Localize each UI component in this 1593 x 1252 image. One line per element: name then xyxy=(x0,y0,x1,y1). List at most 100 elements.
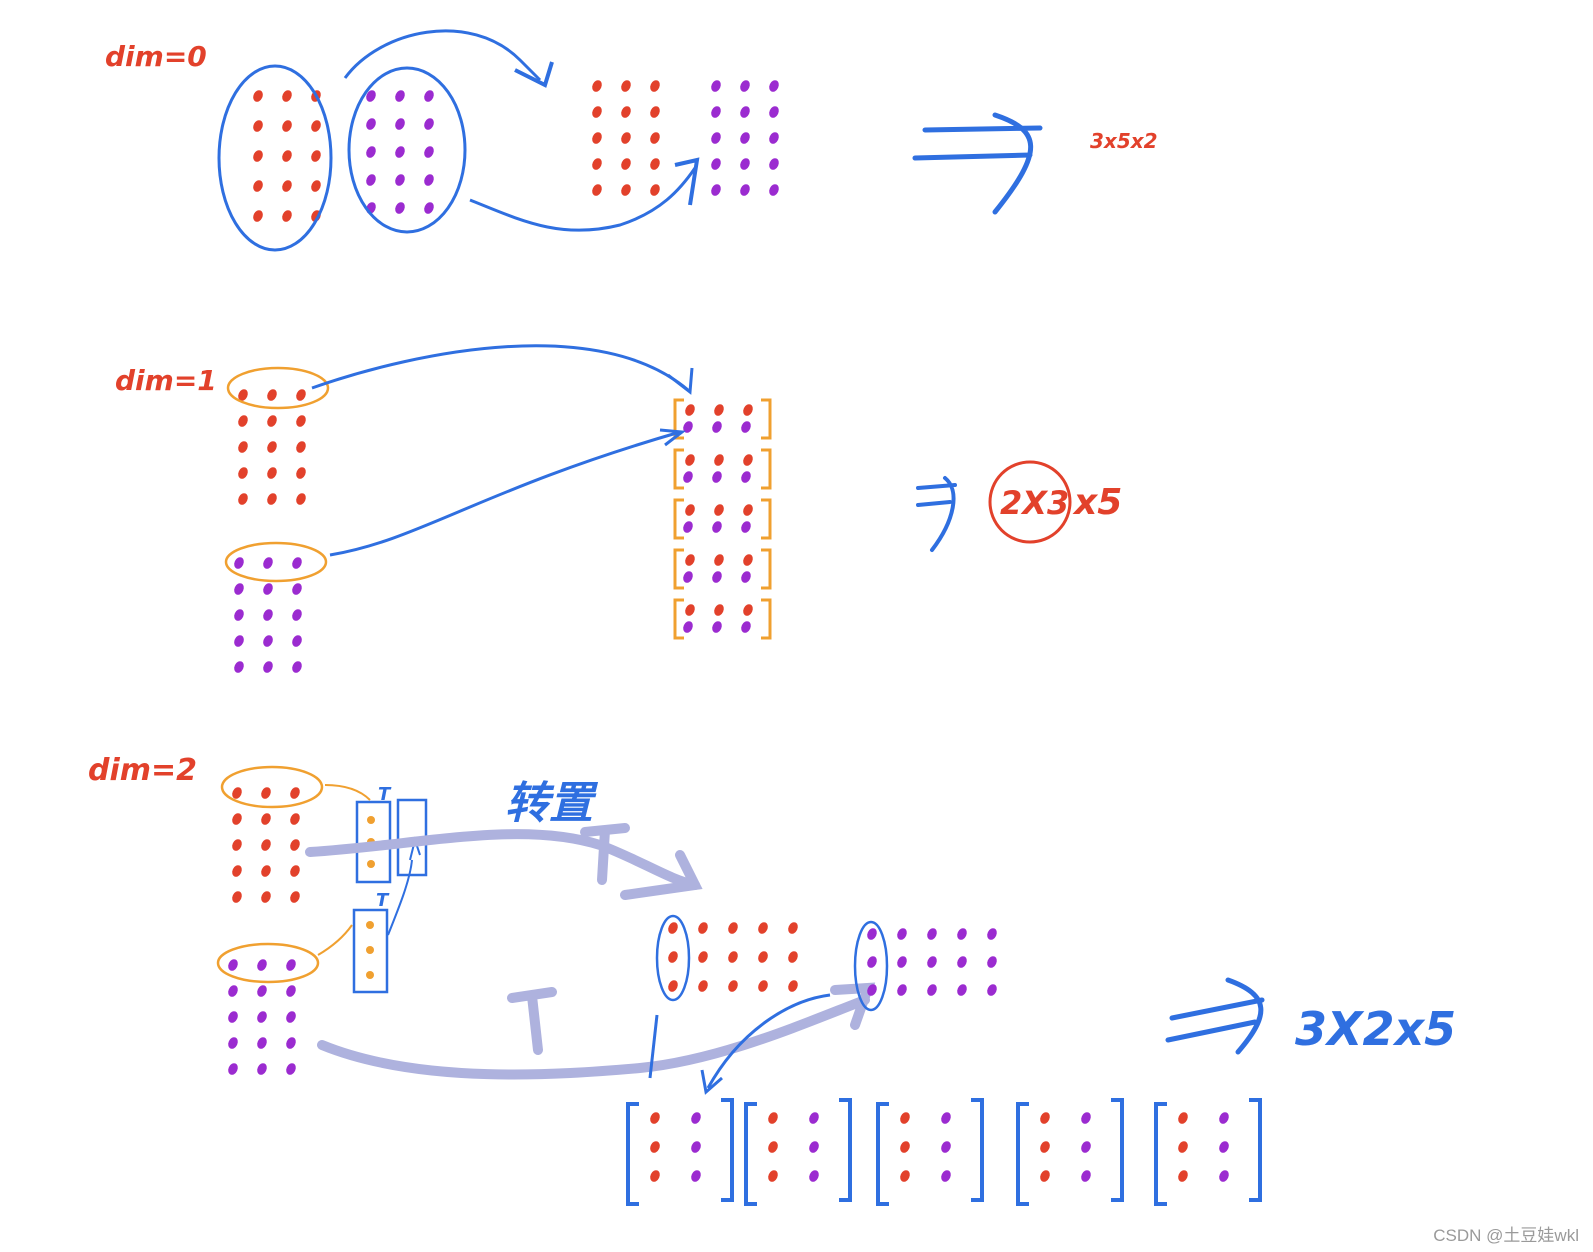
bracket xyxy=(721,1098,734,1202)
dim0-label: dim=0 xyxy=(105,40,207,73)
element-dot xyxy=(296,389,306,401)
bracket xyxy=(673,498,684,540)
element-dot xyxy=(267,389,277,401)
element-dot xyxy=(683,571,693,583)
element-dot xyxy=(728,951,738,963)
element-dot xyxy=(698,980,708,992)
bracket xyxy=(761,598,772,640)
element-dot xyxy=(395,146,405,158)
element-dot xyxy=(395,174,405,186)
element-dot xyxy=(741,621,751,633)
bracket xyxy=(673,548,684,590)
element-dot xyxy=(1178,1112,1188,1124)
element-dot xyxy=(366,90,376,102)
element-dot xyxy=(238,467,248,479)
element-dot xyxy=(769,132,779,144)
dim0-result-red xyxy=(592,80,660,196)
bracket xyxy=(761,448,772,490)
element-dot xyxy=(685,504,695,516)
element-dot xyxy=(366,118,376,130)
bracket xyxy=(1154,1102,1167,1206)
element-dot xyxy=(683,421,693,433)
element-dot xyxy=(238,389,248,401)
element-dot xyxy=(741,471,751,483)
element-dot xyxy=(728,922,738,934)
dim1-purple-row-circle xyxy=(224,541,328,583)
dim1-result-pairs xyxy=(673,398,772,640)
element-dot xyxy=(296,493,306,505)
element-dot xyxy=(1081,1141,1091,1153)
element-dot xyxy=(768,1141,778,1153)
element-dot xyxy=(650,1170,660,1182)
bracket xyxy=(839,1098,852,1202)
element-dot xyxy=(740,132,750,144)
element-dot xyxy=(769,158,779,170)
dim1-arrow-bottom xyxy=(329,430,681,557)
dim0-purple-matrix xyxy=(366,90,434,214)
element-dot xyxy=(941,1141,951,1153)
element-dot xyxy=(668,922,678,934)
dim1-arrow-top xyxy=(311,344,689,392)
bracket xyxy=(673,448,684,490)
element-dot xyxy=(311,120,321,132)
dim2-purple-row-circle xyxy=(216,942,320,984)
element-dot xyxy=(728,980,738,992)
element-dot xyxy=(238,441,248,453)
element-dot xyxy=(957,984,967,996)
dim1-label: dim=1 xyxy=(115,364,217,397)
element-dot xyxy=(253,150,263,162)
element-dot xyxy=(698,922,708,934)
element-dot xyxy=(282,90,292,102)
element-dot xyxy=(253,120,263,132)
element-dot xyxy=(228,1037,238,1049)
element-dot xyxy=(743,504,753,516)
element-dot xyxy=(424,90,434,102)
dim0-red-matrix xyxy=(253,90,321,222)
element-dot xyxy=(621,132,631,144)
dim2-t-stroke-bottom xyxy=(507,987,557,1055)
element-dot xyxy=(897,956,907,968)
dim2-red-matrix xyxy=(232,787,300,903)
element-dot xyxy=(714,454,724,466)
bracket xyxy=(761,548,772,590)
element-dot xyxy=(621,106,631,118)
element-dot xyxy=(292,583,302,595)
element-dot xyxy=(758,980,768,992)
element-dot xyxy=(650,132,660,144)
element-dot xyxy=(927,984,937,996)
element-dot xyxy=(261,813,271,825)
dim0-purple-ellipse xyxy=(347,66,467,234)
element-dot xyxy=(228,959,238,971)
element-dot xyxy=(691,1141,701,1153)
element-dot xyxy=(712,621,722,633)
element-dot xyxy=(743,554,753,566)
dim0-implies-arrow xyxy=(912,112,1043,215)
element-dot xyxy=(234,635,244,647)
element-dot xyxy=(234,583,244,595)
element-dot xyxy=(261,865,271,877)
element-dot xyxy=(768,1170,778,1182)
element-dot xyxy=(424,118,434,130)
element-dot xyxy=(263,583,273,595)
element-dot xyxy=(286,959,296,971)
element-dot xyxy=(691,1112,701,1124)
element-dot xyxy=(290,839,300,851)
element-dot xyxy=(650,158,660,170)
element-dot xyxy=(685,454,695,466)
element-dot xyxy=(621,80,631,92)
element-dot xyxy=(286,1063,296,1075)
bracket xyxy=(673,598,684,640)
bracket xyxy=(744,1102,757,1206)
element-dot xyxy=(691,1170,701,1182)
dim2-transposed-columns xyxy=(317,784,428,994)
element-dot xyxy=(234,557,244,569)
bracket xyxy=(673,398,684,440)
dim2-t-stroke-top xyxy=(580,823,630,885)
dim2-label: dim=2 xyxy=(88,753,197,788)
element-dot xyxy=(740,80,750,92)
element-dot xyxy=(941,1112,951,1124)
dim2-purple-col-circle xyxy=(853,920,889,1012)
element-dot xyxy=(1178,1170,1188,1182)
bracket xyxy=(876,1102,889,1206)
dim2-transpose-stroke-top xyxy=(305,829,700,890)
